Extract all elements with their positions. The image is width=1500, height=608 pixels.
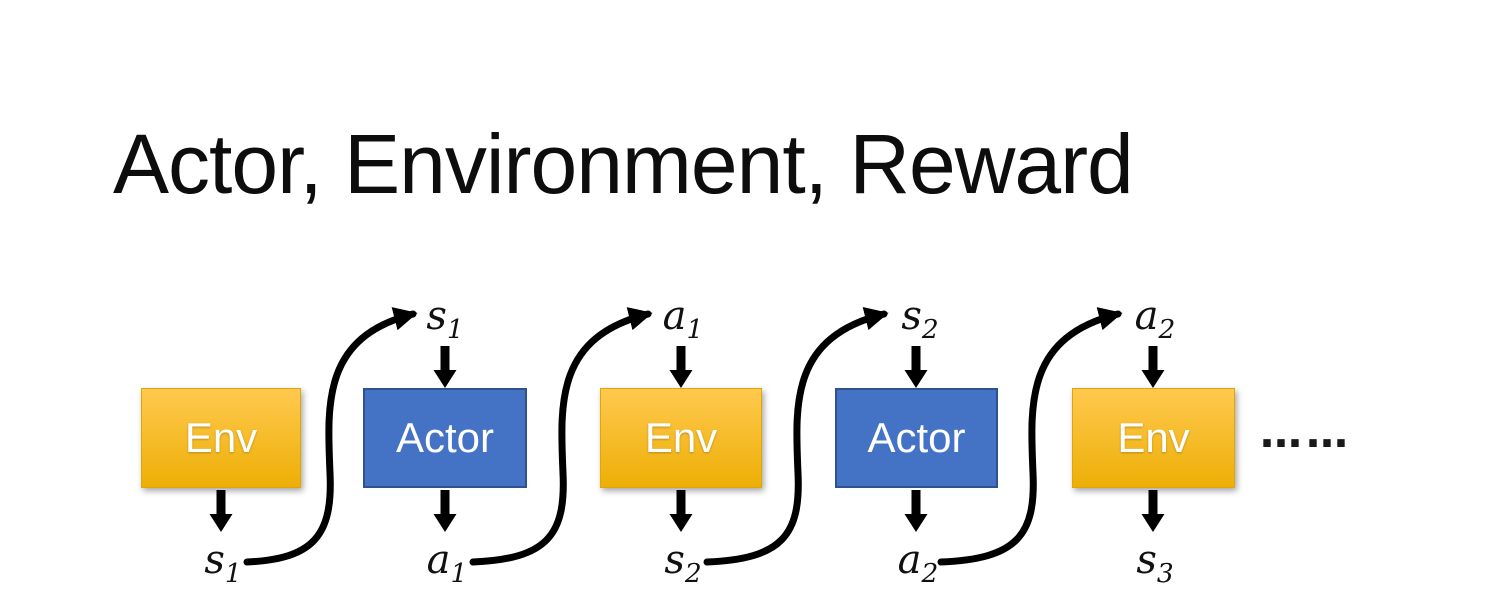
output-arrow-env1-s1 xyxy=(210,490,233,532)
slide-title: Actor, Environment, Reward xyxy=(113,117,1134,211)
bottom-label-s1: s1 xyxy=(204,537,242,589)
bottom-label-a2: a2 xyxy=(897,537,939,589)
output-arrow-env2-s2 xyxy=(670,490,693,532)
input-arrow-a1-to-env2 xyxy=(670,346,693,388)
bottom-label-a1: a1 xyxy=(426,537,468,589)
flow-curve-a1 xyxy=(469,307,653,566)
input-arrow-s1-to-actor1 xyxy=(434,346,457,388)
top-label-a1: a1 xyxy=(662,293,704,345)
bottom-label-s3: s3 xyxy=(1136,537,1174,589)
env-box-3: Env xyxy=(1072,388,1235,488)
output-arrow-env3-s3 xyxy=(1142,490,1165,532)
flow-curve-s1 xyxy=(243,307,418,566)
flow-curve-s2 xyxy=(703,307,889,566)
top-label-s2: s2 xyxy=(901,293,939,345)
output-arrow-actor1-a1 xyxy=(434,490,457,532)
output-arrow-actor2-a2 xyxy=(905,490,928,532)
env-box-2-label: Env xyxy=(644,414,718,461)
continuation-ellipsis: …… xyxy=(1260,408,1352,457)
actor-box-2-label: Actor xyxy=(867,414,966,461)
env-box-1: Env xyxy=(141,388,301,488)
input-arrow-s2-to-actor2 xyxy=(905,346,928,388)
env-box-2: Env xyxy=(600,388,762,488)
top-label-a2: a2 xyxy=(1134,293,1176,345)
actor-box-1-label: Actor xyxy=(395,414,495,461)
input-arrow-a2-to-env3 xyxy=(1142,346,1165,388)
actor-box-1: Actor xyxy=(363,388,527,488)
env-box-3-label: Env xyxy=(1117,414,1190,461)
actor-box-2: Actor xyxy=(835,388,998,488)
flow-curve-a2 xyxy=(937,307,1123,566)
bottom-label-s2: s2 xyxy=(664,537,702,589)
top-label-s1: s1 xyxy=(426,293,464,345)
env-box-1-label: Env xyxy=(184,414,258,461)
